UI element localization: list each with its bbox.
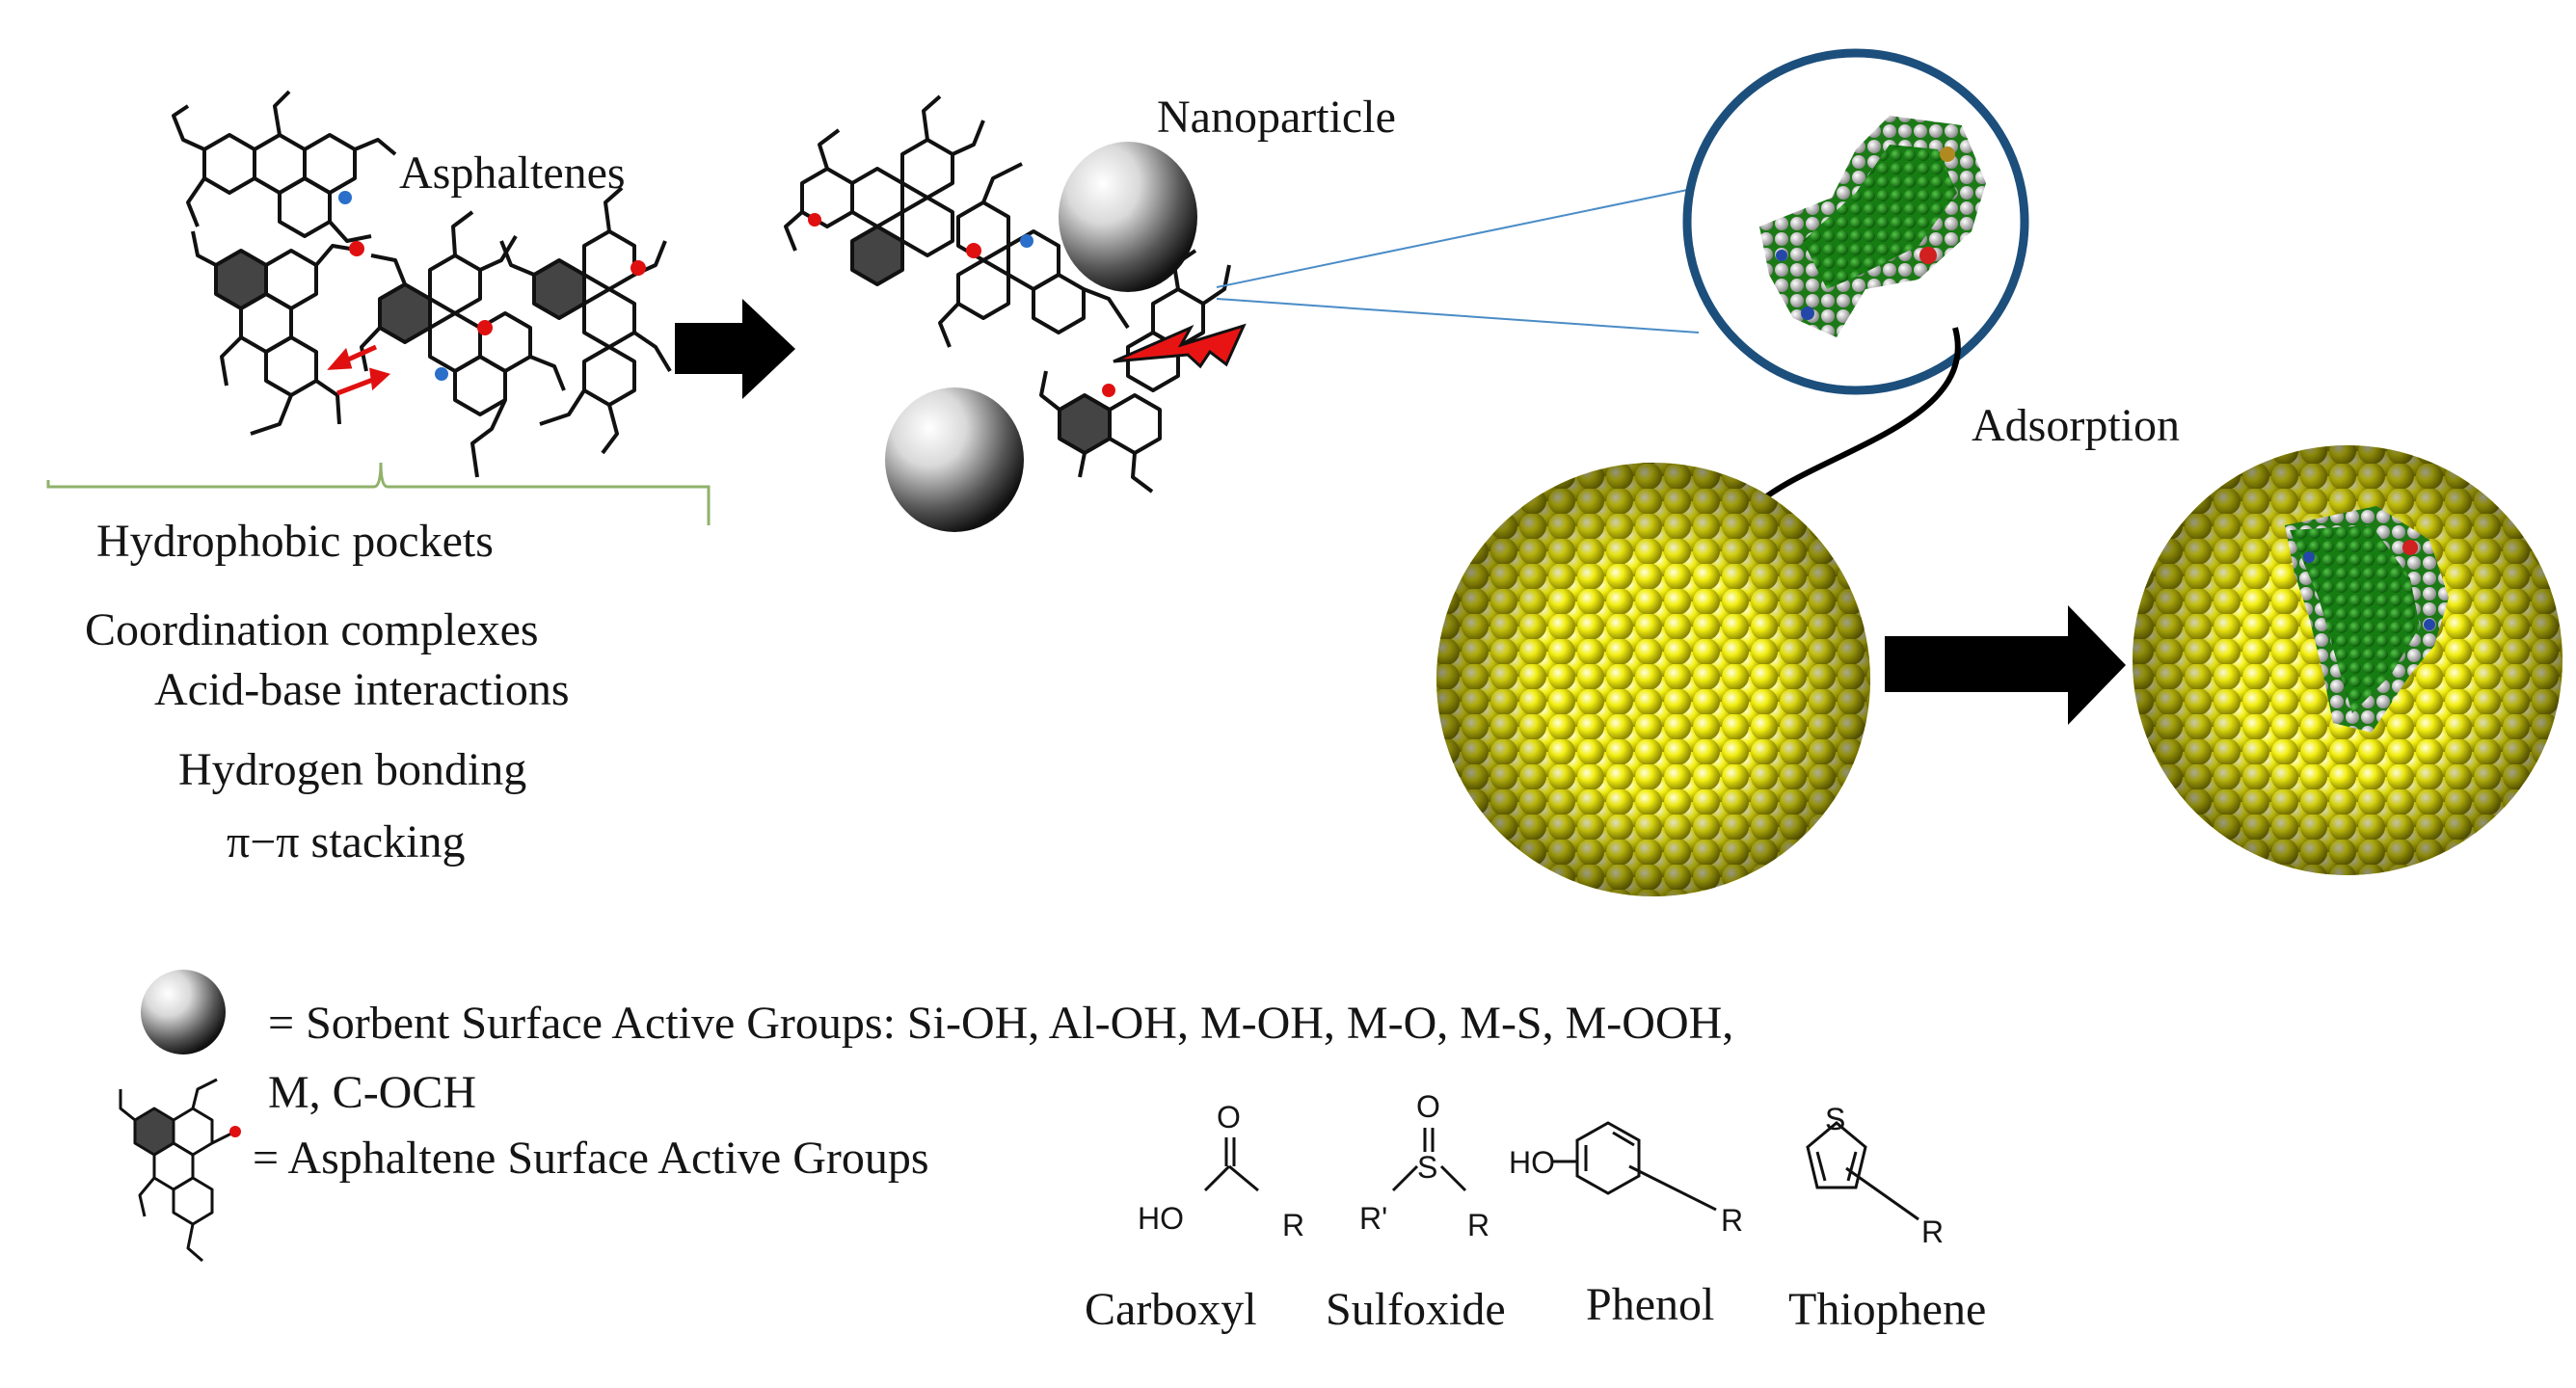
adsorption-label: Adsorption bbox=[1972, 400, 2180, 451]
asphaltene-molecule bbox=[1039, 370, 1162, 494]
blue-atom bbox=[435, 367, 448, 381]
group-name-thiophene: Thiophene bbox=[1788, 1284, 1987, 1335]
lightning-bolt-icon bbox=[1113, 323, 1247, 369]
red-atom bbox=[1102, 384, 1115, 397]
legend-sorbent-line2: M, C-OCH bbox=[268, 1067, 477, 1118]
asphaltene-molecule bbox=[784, 94, 985, 286]
asphaltene-molecules-middle bbox=[784, 94, 1231, 494]
asphaltene-molecule bbox=[172, 90, 397, 243]
carboxyl-r: R bbox=[1282, 1208, 1305, 1242]
thiophene-r: R bbox=[1921, 1214, 1945, 1249]
thiophene-structure bbox=[1806, 1121, 1919, 1221]
asphaltene-molecules-left bbox=[172, 90, 672, 478]
interaction-acid-base: Acid-base interactions bbox=[154, 664, 570, 715]
red-atom bbox=[631, 260, 646, 276]
process-arrow bbox=[1885, 605, 2126, 725]
zoom-pointer-line bbox=[1216, 298, 1700, 334]
phenol-r: R bbox=[1721, 1203, 1744, 1238]
sulfoxide-o: O bbox=[1416, 1089, 1440, 1124]
nanoparticle-sphere bbox=[1059, 142, 1197, 292]
asphaltene-molecule bbox=[499, 186, 672, 455]
nanoparticle-label: Nanoparticle bbox=[1157, 92, 1396, 143]
interaction-pi-stacking: π−π stacking bbox=[227, 816, 466, 868]
thiophene-s: S bbox=[1825, 1102, 1846, 1136]
red-atom bbox=[349, 241, 364, 256]
adsorption-arrow bbox=[1752, 327, 1961, 509]
red-atom bbox=[966, 243, 981, 258]
adsorbed-molecule-model bbox=[1759, 116, 1986, 337]
group-name-sulfoxide: Sulfoxide bbox=[1326, 1284, 1506, 1335]
interaction-hydrophobic: Hydrophobic pockets bbox=[96, 516, 494, 567]
nanoparticle-sphere bbox=[885, 387, 1024, 532]
sorbent-sphere-with-adsorbate bbox=[2133, 445, 2563, 875]
interaction-arrows bbox=[327, 344, 390, 396]
sulfoxide-s: S bbox=[1417, 1150, 1438, 1185]
interaction-hydrogen: Hydrogen bonding bbox=[178, 744, 527, 795]
carboxyl-structure bbox=[1203, 1137, 1259, 1192]
red-atom bbox=[477, 320, 493, 335]
legend-nanoparticle-icon bbox=[141, 970, 226, 1054]
asphaltene-molecule bbox=[191, 230, 362, 436]
phenol-ho: HO bbox=[1509, 1145, 1555, 1180]
carboxyl-ho: HO bbox=[1138, 1201, 1184, 1236]
blue-atom bbox=[1020, 234, 1033, 248]
sorbent-sphere bbox=[1436, 463, 1870, 896]
legend-asphaltene-icon bbox=[119, 1078, 232, 1263]
sulfoxide-structure bbox=[1391, 1128, 1467, 1192]
interaction-coordination: Coordination complexes bbox=[85, 604, 539, 655]
asphaltene-molecule bbox=[938, 162, 1130, 348]
group-name-phenol: Phenol bbox=[1586, 1279, 1715, 1330]
asphaltenes-label: Asphaltenes bbox=[399, 147, 626, 199]
zoom-pointer-line bbox=[1216, 187, 1698, 288]
legend-sorbent-line1: = Sorbent Surface Active Groups: Si-OH, … bbox=[268, 998, 1734, 1049]
legend-asphaltene: = Asphaltene Surface Active Groups bbox=[253, 1133, 929, 1184]
interaction-bracket bbox=[46, 462, 711, 525]
group-name-carboxyl: Carboxyl bbox=[1085, 1284, 1257, 1335]
blue-atom bbox=[338, 191, 352, 204]
red-atom bbox=[808, 213, 821, 227]
red-atom bbox=[229, 1126, 241, 1137]
phenol-structure bbox=[1552, 1121, 1717, 1212]
sulfoxide-r-prime: R' bbox=[1359, 1201, 1388, 1236]
adsorbed-molecule-model bbox=[2285, 506, 2449, 733]
sulfoxide-r: R bbox=[1467, 1208, 1490, 1242]
carboxyl-o: O bbox=[1217, 1100, 1241, 1134]
process-arrow bbox=[675, 299, 795, 399]
zoom-circle bbox=[1682, 48, 2029, 395]
asphaltene-molecule bbox=[360, 210, 566, 478]
